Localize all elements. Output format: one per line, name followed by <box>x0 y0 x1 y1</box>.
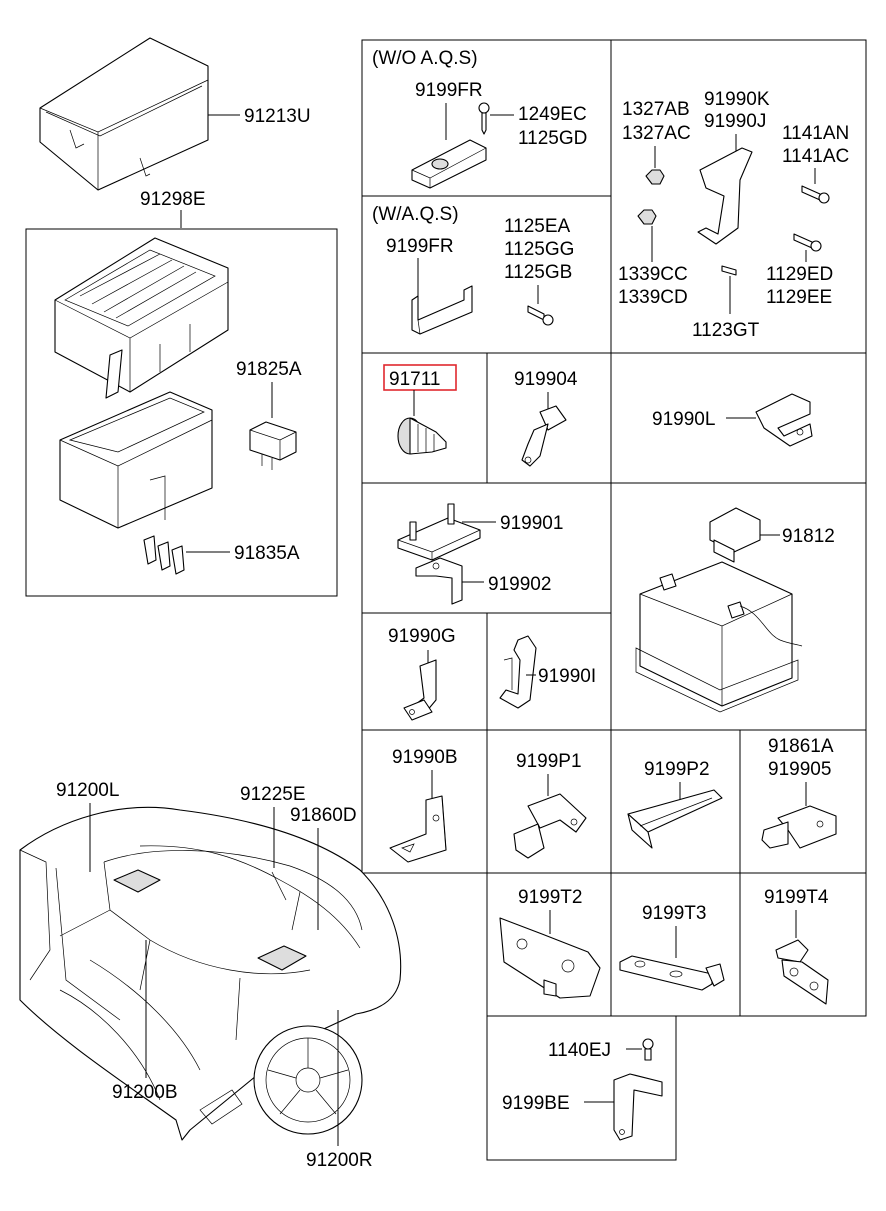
part-label-1327AC[interactable]: 1327AC <box>622 123 691 144</box>
part-label-91990B[interactable]: 91990B <box>392 747 458 768</box>
part-label-9199FR-wo[interactable]: 9199FR <box>415 80 483 101</box>
bracket-9199T3-drawing <box>619 955 725 991</box>
part-label-91990K[interactable]: 91990K <box>704 89 770 110</box>
bracket-91990B-drawing <box>389 795 447 863</box>
bolt-1129-drawing <box>793 233 822 252</box>
part-label-919904[interactable]: 919904 <box>514 369 578 390</box>
part-label-91990I[interactable]: 91990I <box>538 666 596 687</box>
stud-plate-919901-drawing <box>397 503 481 561</box>
part-label-91298E[interactable]: 91298E <box>140 189 206 210</box>
relay-drawing <box>249 421 297 470</box>
nut-1339-drawing <box>637 209 657 225</box>
part-label-1339CD[interactable]: 1339CD <box>618 287 688 308</box>
part-label-9199FR-w[interactable]: 9199FR <box>386 236 454 257</box>
part-label-919902[interactable]: 919902 <box>488 574 551 595</box>
part-label-91225E[interactable]: 91225E <box>240 784 306 805</box>
part-label-9199T4[interactable]: 9199T4 <box>764 887 829 908</box>
part-label-91825A[interactable]: 91825A <box>236 359 302 380</box>
part-label-91860D[interactable]: 91860D <box>290 805 357 826</box>
nut-1327-drawing <box>645 169 665 185</box>
bolt-1141-drawing <box>801 185 830 204</box>
part-label-1141AN[interactable]: 1141AN <box>782 123 849 144</box>
clip-919904-drawing <box>521 405 567 467</box>
part-label-1339CC[interactable]: 1339CC <box>618 264 688 285</box>
part-label-91200R[interactable]: 91200R <box>306 1150 373 1171</box>
bolt-1123GT-drawing <box>721 265 737 276</box>
part-label-1327AB[interactable]: 1327AB <box>622 99 690 120</box>
part-label-919901[interactable]: 919901 <box>500 513 563 534</box>
bracket-91990L-drawing <box>755 393 813 447</box>
part-label-91200L[interactable]: 91200L <box>56 780 119 801</box>
bracket-9199BE-drawing <box>613 1073 663 1141</box>
battery-91812-drawing <box>635 507 803 713</box>
lower-box-drawing <box>59 391 213 529</box>
bracket-91990K-drawing <box>697 147 753 245</box>
part-label-91835A[interactable]: 91835A <box>234 543 300 564</box>
part-label-1140EJ[interactable]: 1140EJ <box>548 1040 611 1061</box>
bracket-9199P2-drawing <box>627 789 723 849</box>
junction-box-drawing <box>54 237 229 399</box>
section-label-w-aqs: (W/A.Q.S) <box>372 204 459 225</box>
fuse-box-cover-drawing <box>39 37 209 191</box>
part-label-1141AC[interactable]: 1141AC <box>782 146 849 167</box>
part-label-91812[interactable]: 91812 <box>782 526 835 547</box>
part-label-9199P1[interactable]: 9199P1 <box>516 751 582 772</box>
fuse-set-drawing <box>143 535 185 575</box>
part-label-91861A[interactable]: 91861A <box>768 736 834 757</box>
part-label-9199T3[interactable]: 9199T3 <box>642 903 706 924</box>
grommet-91711-drawing <box>397 417 447 455</box>
part-label-91200B[interactable]: 91200B <box>112 1082 178 1103</box>
vehicle-trunk-drawing <box>19 806 402 1141</box>
part-label-91711[interactable]: 91711 <box>389 369 440 390</box>
part-label-9199T2[interactable]: 9199T2 <box>518 887 582 908</box>
part-label-9199P2[interactable]: 9199P2 <box>644 759 710 780</box>
part-label-91213U[interactable]: 91213U <box>244 106 311 127</box>
part-label-1129ED[interactable]: 1129ED <box>766 264 833 285</box>
screw-1249EC-drawing <box>478 102 490 135</box>
fuse-box-group-frame <box>25 228 338 597</box>
section-label-wo-aqs: (W/O A.Q.S) <box>372 48 478 69</box>
bracket-9199T2-drawing <box>499 917 601 999</box>
part-label-1125EA[interactable]: 1125EA <box>504 216 571 237</box>
bracket-91990G-drawing <box>403 659 437 721</box>
bolt-1125-drawing <box>527 305 554 326</box>
part-label-1125GG[interactable]: 1125GG <box>504 239 574 260</box>
part-label-1123GT[interactable]: 1123GT <box>692 320 760 341</box>
bracket-919902-drawing <box>415 557 463 605</box>
bracket-9199P1-drawing <box>513 793 587 859</box>
bracket-9199T4-drawing <box>775 939 829 1005</box>
part-label-91990L[interactable]: 91990L <box>652 409 715 430</box>
part-label-1249EC[interactable]: 1249EC <box>518 104 587 125</box>
bracket-9199FR-wo-drawing <box>411 139 487 189</box>
selected-part-highlight <box>383 364 457 391</box>
bracket-91861A-drawing <box>761 805 837 849</box>
bracket-9199FR-w-drawing <box>411 285 473 335</box>
part-label-91990J[interactable]: 91990J <box>704 111 766 132</box>
bracket-91990I-drawing <box>499 635 537 709</box>
part-label-1125GB[interactable]: 1125GB <box>504 262 572 283</box>
row6-frame <box>486 1015 677 1161</box>
part-label-91990G[interactable]: 91990G <box>388 626 456 647</box>
part-label-9199BE[interactable]: 9199BE <box>502 1093 570 1114</box>
part-label-1125GD[interactable]: 1125GD <box>518 128 587 149</box>
part-label-919905[interactable]: 919905 <box>768 759 831 780</box>
bolt-1140EJ-drawing <box>642 1038 654 1061</box>
part-label-1129EE[interactable]: 1129EE <box>766 287 832 308</box>
